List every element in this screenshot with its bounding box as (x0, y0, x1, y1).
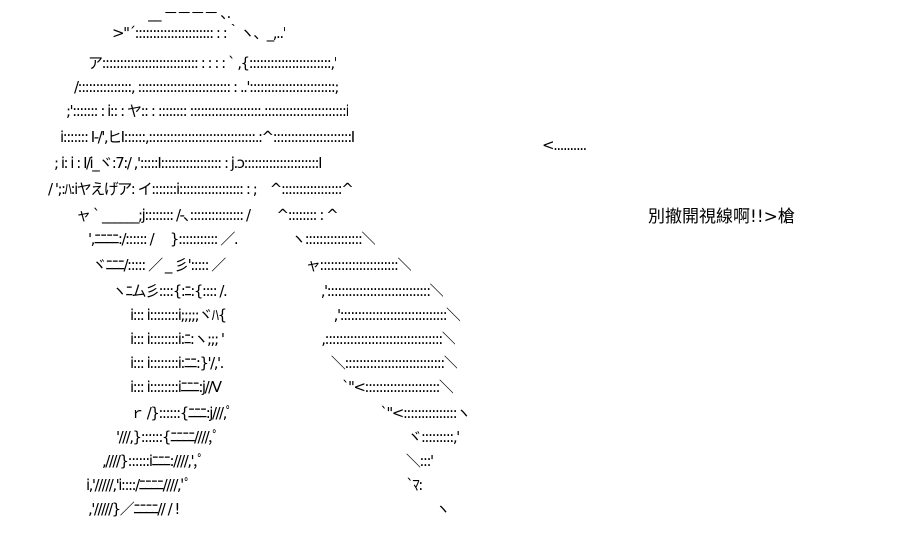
ascii-art-line: /:::::::::::::::, ::::::::::::::::::::::… (74, 78, 338, 96)
ascii-art-line: ｒ /}::::::{ﾆﾆﾆ:j///,ﾟ `"<:::::::::::::::… (130, 404, 470, 422)
ascii-art-line: >"´:::::::::::::::::::::: : :｀ヽ、_,..' (112, 24, 286, 42)
ascii-art-line: ;'::::::: : i:: : ヤ:: : :::::::: :::::::… (66, 102, 349, 120)
ascii-art-line: ',ﾆﾆﾆﾆ:/:::::: / }::::::::::: ／. ヽ::::::… (88, 230, 375, 248)
ascii-art-line: ヾﾆﾆﾆ/::::: ／ _ 彡'::::: ／ ャ::::::::::::::… (92, 256, 411, 274)
ascii-art-line: ; i: i : I/i_ヾ:7:/ ,':::::I:::::::::::::… (54, 154, 322, 172)
ascii-art-line: i::: i::::::::i;;;;;ヾﾊ{ ,'::::::::::::::… (130, 306, 460, 324)
ascii-art-line: i::: i::::::::iﾆﾆﾆ:j//V `"<:::::::::::::… (130, 378, 453, 396)
ascii-art-line: __ －－－－ ､. (148, 4, 230, 22)
ascii-art-line: ア::::::::::::::::::::::::::: : : : : ` ,… (88, 54, 337, 72)
ascii-art-line: i::::::: I-/',ヒI::::::,:::::::::::::::::… (60, 128, 354, 146)
ascii-art-line: i::: i::::::::i:ﾆ:ヽ;;; ' ,::::::::::::::… (130, 330, 456, 348)
ascii-art-line: ,////}::::::iﾆﾆﾆ:////,',ﾟ ＼:::' (102, 452, 433, 470)
ascii-art-line: ヽﾆム彡::::{:ﾆ:{:::: /. ,':::::::::::::::::… (112, 282, 444, 300)
ascii-art-line: i::: i::::::::i:ﾆﾆ:}'/,'. ＼:::::::::::::… (130, 354, 458, 372)
ascii-art-line: / ';:ﾊ:iヤえげア: イ:::::::i:::::::::::::::::… (48, 180, 353, 198)
caption-text: 別撤開視線啊!!>槍 (648, 207, 795, 227)
arrow-glyph: <.......... (542, 136, 586, 154)
ascii-art-line: ャ ` ______;j:::::::: /-､::::::::::::::: … (76, 206, 338, 224)
ascii-art-line: ,'/////}／ﾆﾆﾆﾆ// / ! ヽ (88, 500, 449, 518)
ascii-art-line: i,'/////,'i::::/ﾆﾆﾆﾆ////,'ﾟ `ﾏ: (86, 476, 422, 494)
ascii-art-line: '///,}::::::{ﾆﾆﾆﾆ////,ﾟ ヾ:::::::::,' (116, 428, 459, 446)
